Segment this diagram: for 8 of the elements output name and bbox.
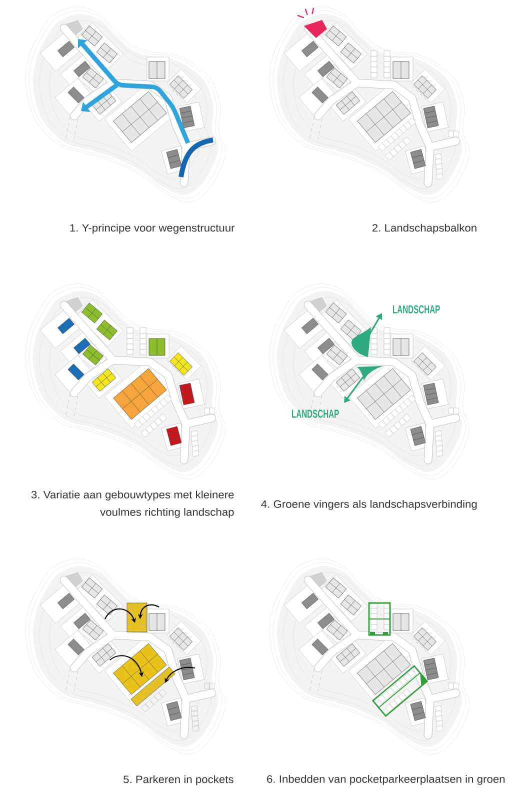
map-label: LANDSCHAP	[292, 410, 339, 418]
map-label: LANDSCHAP	[393, 305, 440, 314]
caption: 3. Variatie aan gebouwtypes met kleinere voulmes richting landschap	[31, 490, 234, 518]
caption: 2. Landschapsbalkon	[372, 224, 476, 234]
caption: 6. Inbedden van pocketparkeerplaatsen in groen	[267, 775, 505, 785]
caption: 1. Y-principe voor wegenstructuur	[70, 224, 235, 234]
caption: 5. Parkeren in pockets	[124, 775, 234, 786]
caption: 4. Groene vingers als landschapsverbinding	[261, 500, 477, 510]
